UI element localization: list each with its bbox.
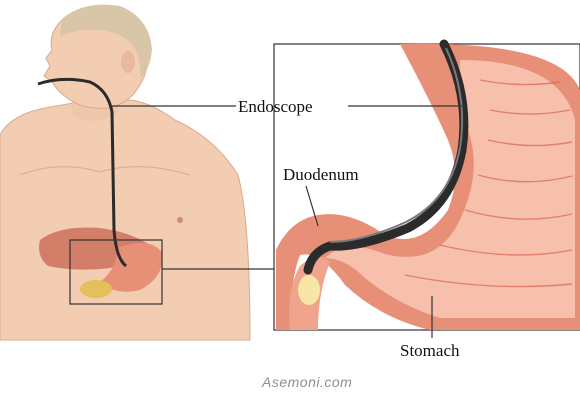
nipple	[177, 217, 183, 223]
watermark: Asemoni.com	[261, 374, 352, 390]
stomach-label: Stomach	[400, 341, 460, 360]
duodenum-label: Duodenum	[283, 165, 359, 184]
gallbladder	[80, 280, 112, 298]
ear	[121, 51, 135, 73]
scope-light	[298, 275, 320, 305]
endoscope-label: Endoscope	[238, 97, 313, 116]
zoom-panel	[274, 44, 580, 330]
human-figure	[0, 5, 250, 340]
